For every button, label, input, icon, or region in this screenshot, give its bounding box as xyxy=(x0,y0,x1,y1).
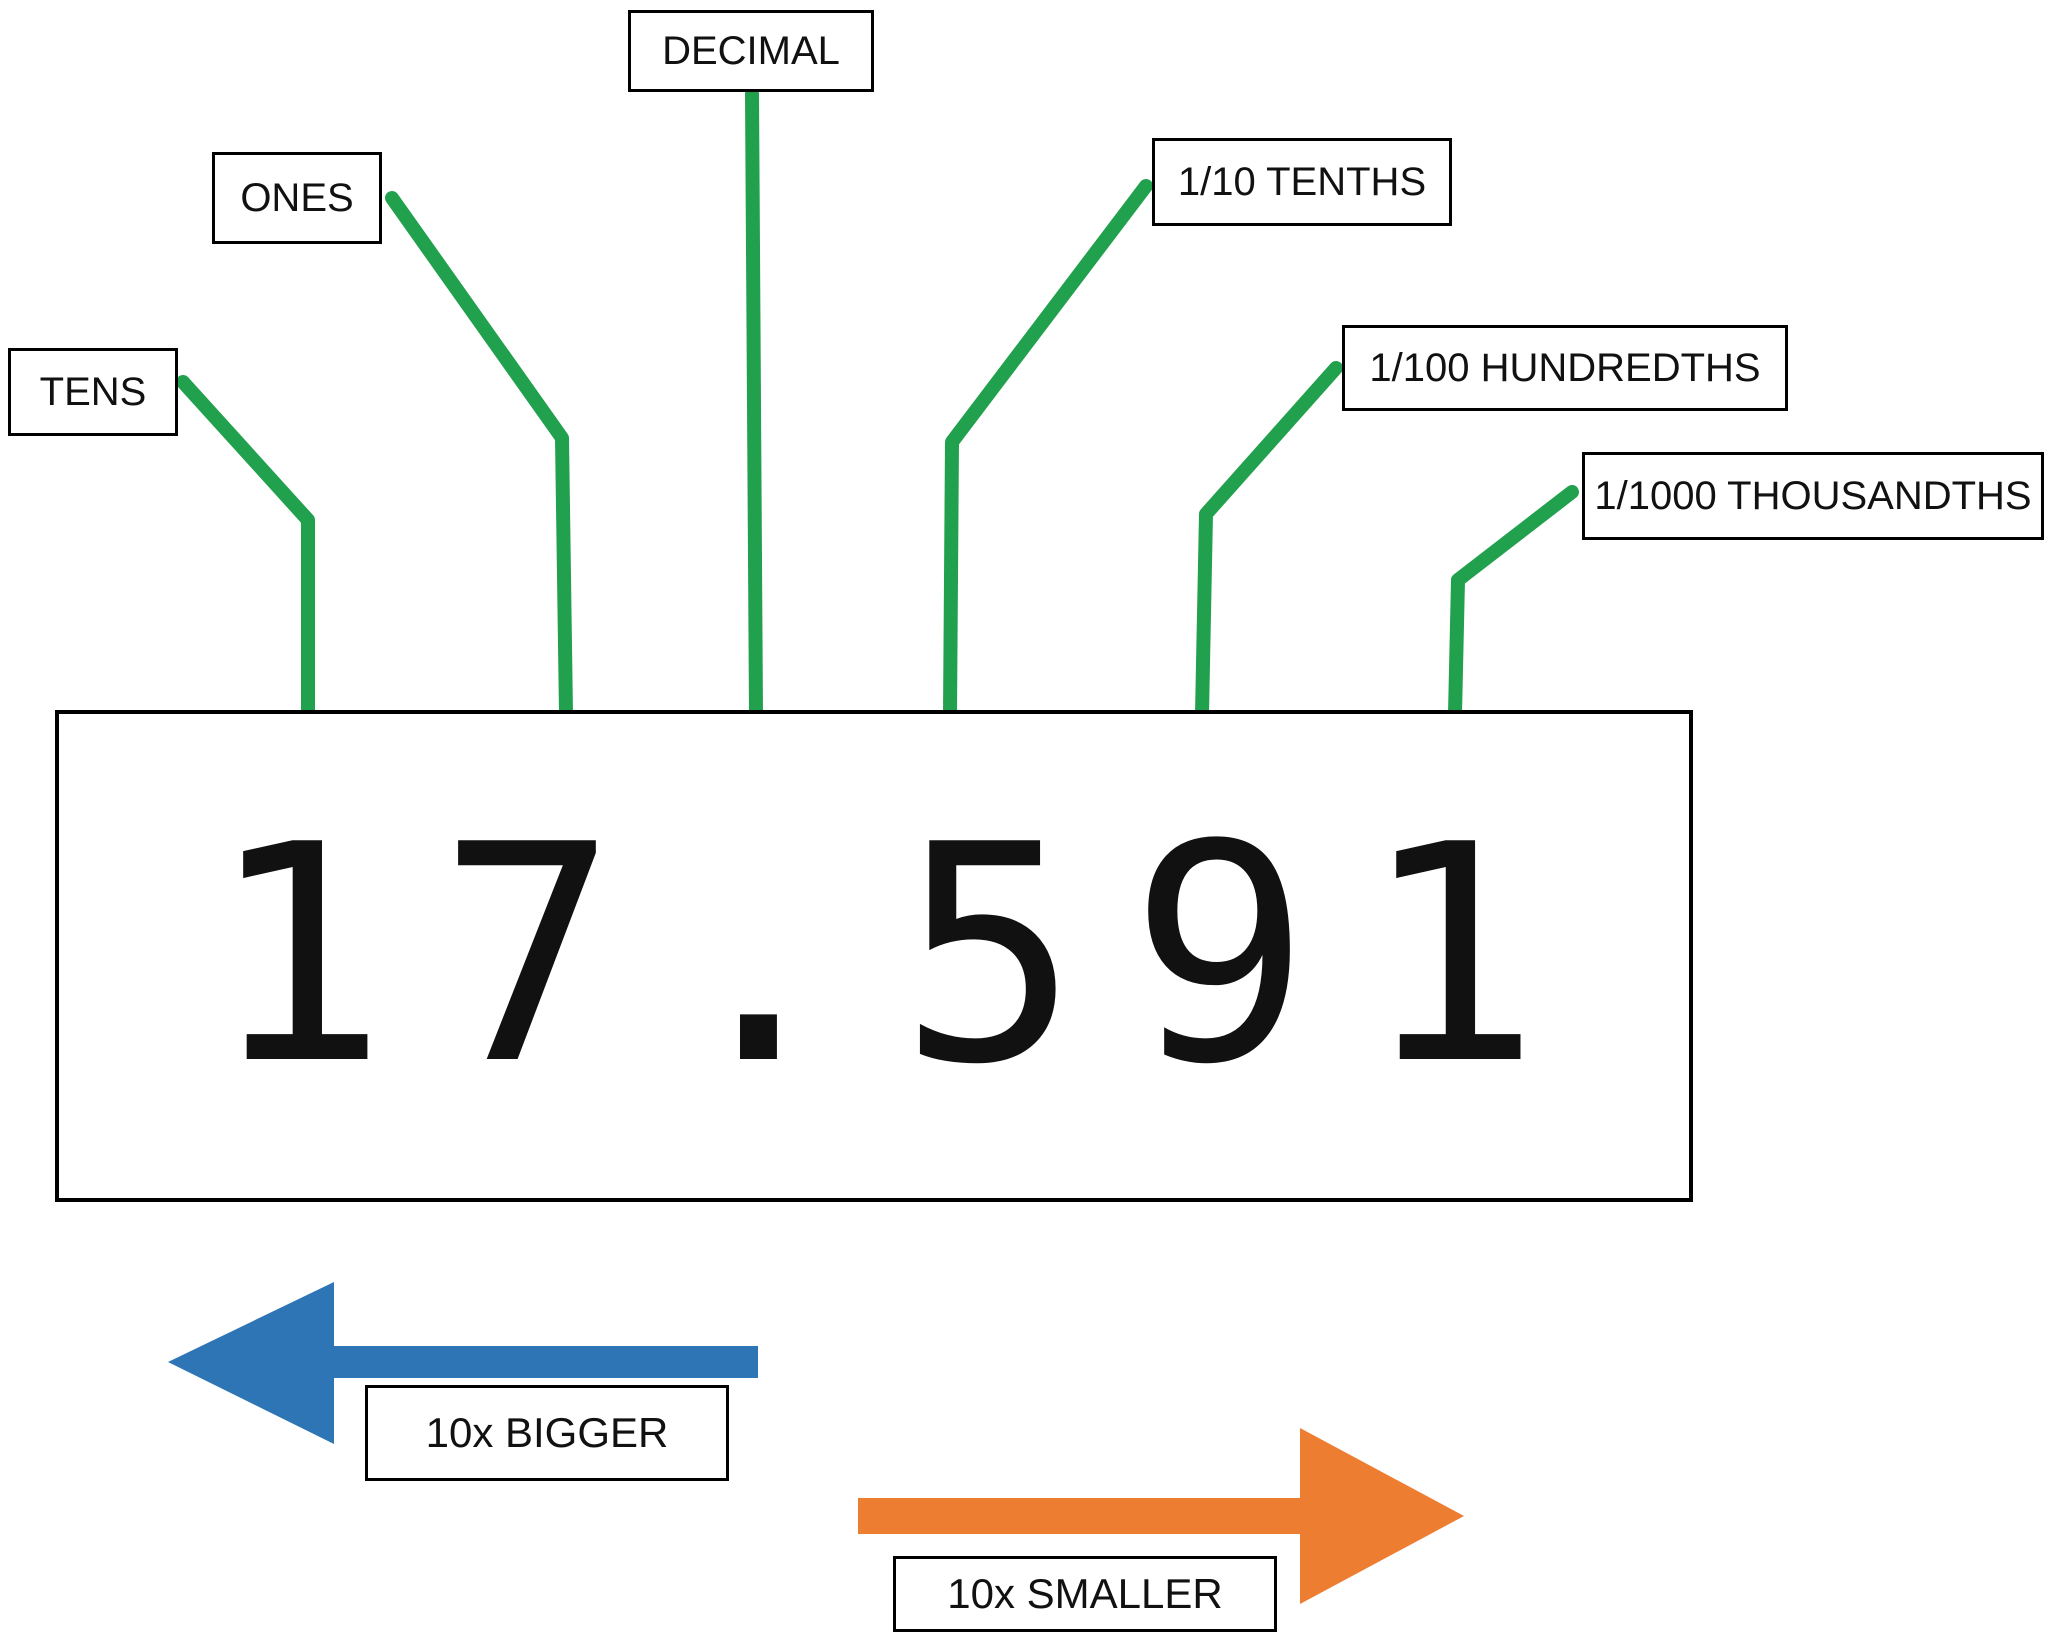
ten-x-smaller-arrow-icon xyxy=(858,1428,1464,1604)
thousandths-place-label: 1/1000 THOUSANDTHS xyxy=(1582,452,2044,540)
hundredths-connector-line xyxy=(1195,361,1343,721)
ones-connector-line xyxy=(385,191,573,721)
ten-x-smaller-label: 10x SMALLER xyxy=(893,1556,1277,1632)
hundredths-place-label: 1/100 HUNDREDTHS xyxy=(1342,325,1788,411)
ten-x-bigger-arrow-icon xyxy=(168,1282,758,1444)
tens-place-label: TENS xyxy=(8,348,178,436)
ten-x-bigger-label: 10x BIGGER xyxy=(365,1385,729,1481)
ones-place-label: ONES xyxy=(212,152,382,244)
thousandths-connector-line xyxy=(1448,485,1579,721)
number-box: 17.591 xyxy=(55,710,1693,1202)
tens-connector-line xyxy=(176,375,315,721)
tenths-connector-line xyxy=(943,179,1153,721)
tenths-place-label: 1/10 TENTHS xyxy=(1152,138,1452,226)
decimal-connector-line xyxy=(745,87,763,721)
decimal-point-label: DECIMAL xyxy=(628,10,874,92)
number-value: 17.591 xyxy=(207,781,1591,1130)
